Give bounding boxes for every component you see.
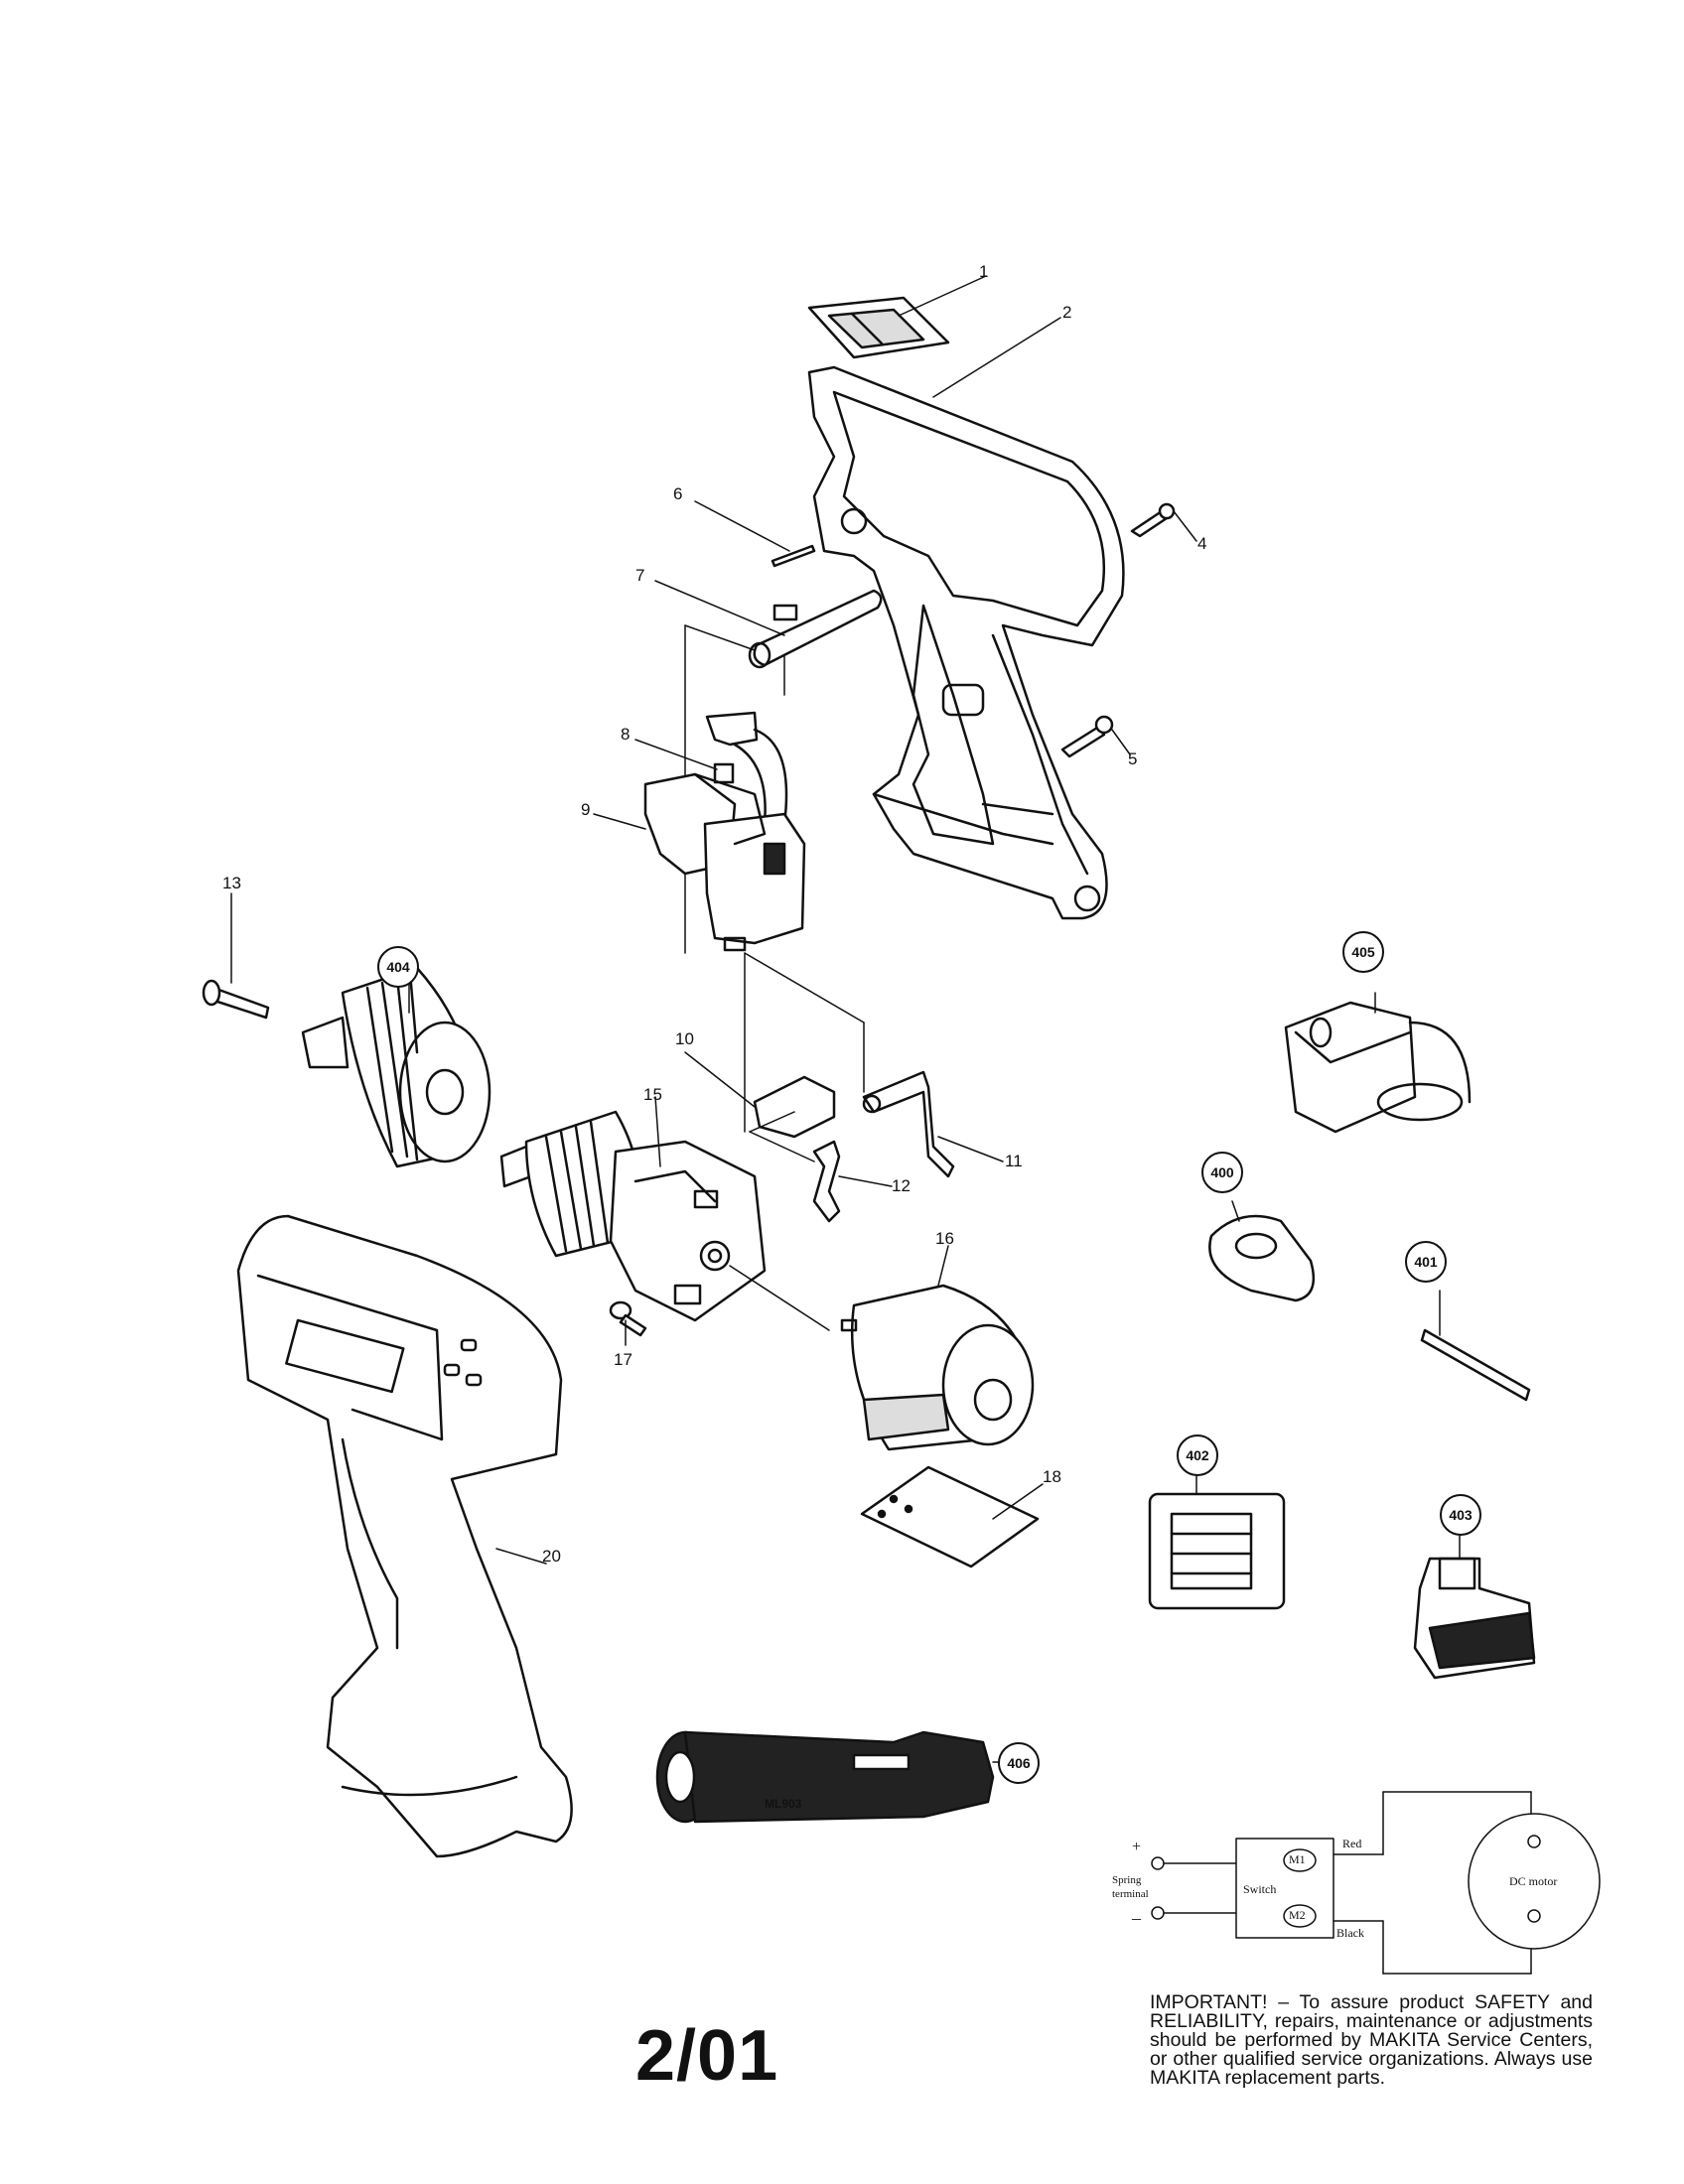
label-part-15: 15 [643, 1085, 662, 1104]
label-part-10: 10 [675, 1029, 694, 1048]
part-1-cover-plate [807, 275, 987, 359]
wiring-red: Red [1342, 1837, 1362, 1850]
label-part-11: 11 [1005, 1152, 1023, 1170]
part-18-plate [860, 1465, 1044, 1569]
part-2-housing-half [807, 317, 1125, 920]
wiring-black: Black [1336, 1926, 1364, 1940]
part-10-holder [684, 952, 865, 1139]
part-20-housing [236, 1214, 573, 1858]
part-9-switch [593, 772, 806, 952]
callout-part-401: 401 [1405, 1241, 1447, 1283]
callout-part-403: 403 [1440, 1494, 1481, 1536]
part-15-gear-assembly [499, 1096, 830, 1331]
label-part-1: 1 [979, 262, 989, 281]
safety-notice: IMPORTANT! – To assure product SAFETY an… [1150, 1991, 1593, 2089]
label-part-13: 13 [222, 874, 241, 892]
part-405-charger [1284, 992, 1472, 1134]
part-7-rod [654, 580, 883, 954]
callout-part-404: 404 [377, 946, 419, 988]
part-6-pin [694, 500, 816, 568]
part-16-motor [840, 1245, 1035, 1451]
label-part-6: 6 [673, 484, 683, 503]
wiring-minus: – [1132, 1908, 1141, 1928]
flashlight-model-label: ML903 [765, 1797, 802, 1811]
part-17-screw [609, 1300, 647, 1346]
wiring-switch: Switch [1243, 1882, 1277, 1896]
part-406-flashlight [655, 1730, 1004, 1824]
callout-part-406: 406 [998, 1742, 1040, 1784]
part-5-screw [1060, 715, 1131, 758]
label-part-16: 16 [935, 1229, 954, 1248]
wiring-spring-terminal: Spring terminal [1112, 1874, 1149, 1900]
callout-part-400: 400 [1201, 1152, 1243, 1193]
wiring-m1: M1 [1289, 1852, 1306, 1866]
part-11-terminal [862, 1070, 1004, 1178]
wiring-m2: M2 [1289, 1908, 1306, 1922]
label-part-12: 12 [892, 1176, 911, 1195]
label-part-9: 9 [581, 800, 591, 819]
part-400-holster [1208, 1200, 1316, 1302]
part-12-terminal [749, 1111, 893, 1223]
label-part-5: 5 [1128, 750, 1138, 768]
part-401-bit [1420, 1290, 1531, 1402]
label-part-17: 17 [614, 1350, 632, 1369]
wiring-diagram [1151, 1791, 1601, 1975]
label-part-2: 2 [1062, 303, 1072, 322]
part-13-screw [202, 892, 270, 1020]
part-404-chuck [301, 966, 491, 1168]
date-code: 2/01 [635, 2016, 779, 2096]
label-part-18: 18 [1043, 1467, 1061, 1486]
part-402-case [1148, 1473, 1286, 1610]
wiring-plus: + [1132, 1839, 1142, 1855]
label-part-20: 20 [542, 1547, 561, 1566]
label-part-8: 8 [621, 725, 631, 744]
callout-part-402: 402 [1177, 1434, 1218, 1476]
part-4-screw [1130, 502, 1197, 542]
label-part-4: 4 [1197, 534, 1207, 553]
label-part-7: 7 [635, 566, 645, 585]
part-403-battery [1413, 1533, 1536, 1680]
wiring-dc-motor: DC motor [1509, 1874, 1558, 1888]
callout-part-405: 405 [1342, 931, 1384, 973]
part-8-screw [634, 711, 788, 826]
